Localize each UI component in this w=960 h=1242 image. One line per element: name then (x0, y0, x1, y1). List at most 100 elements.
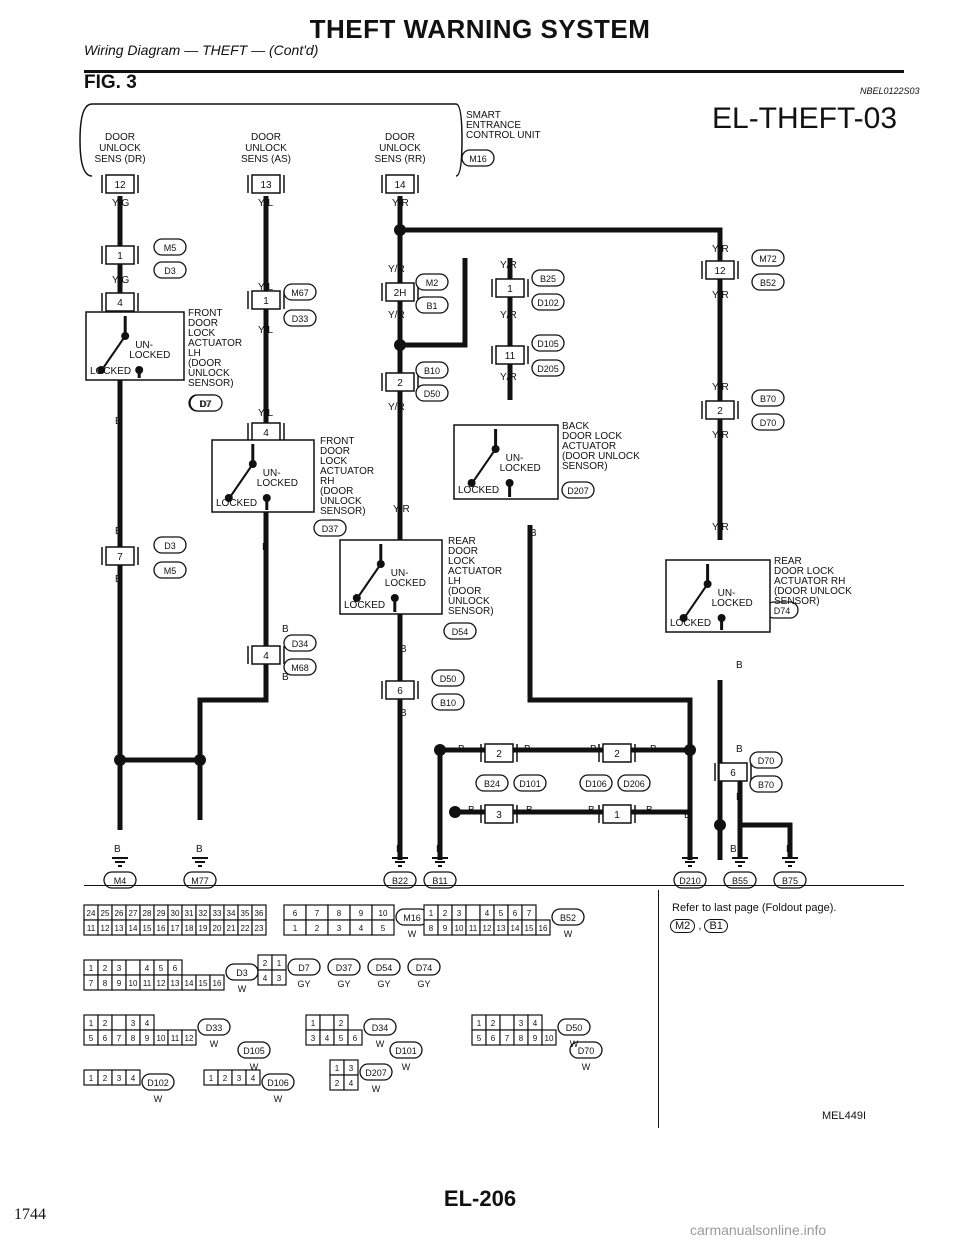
wire-color: B (396, 844, 403, 855)
figure-code: MEL449I (822, 1110, 867, 1122)
connector-id: D37 (322, 524, 339, 534)
terminal-box (484, 804, 514, 824)
terminal-number: 12 (714, 266, 726, 277)
splice-dot (684, 744, 696, 756)
legend-cavity-number: 15 (143, 924, 152, 933)
state-locked: LOCKED (344, 600, 385, 611)
wire-color: Y/R (500, 310, 517, 321)
actuator-label: SENSOR) (320, 506, 366, 517)
terminal-box (385, 282, 415, 302)
terminal-box (385, 680, 415, 700)
connector-badge (153, 238, 187, 256)
legend-cavity-number: 7 (315, 909, 320, 918)
legend-cavity-number: 8 (519, 1034, 524, 1043)
actuator-label: LH (448, 576, 461, 587)
connector-badge (531, 334, 565, 352)
header-rule (84, 70, 904, 73)
wire-color: B (436, 844, 443, 855)
switch-contact (224, 494, 233, 502)
legend-cavity-number: 6 (173, 964, 178, 973)
connector-badge (551, 908, 585, 926)
wire-color: B (736, 744, 743, 755)
legend-cavity-number: 14 (185, 979, 194, 988)
actuator-label: LOCK (188, 328, 216, 339)
actuator-label: (DOOR UNLOCK (562, 451, 640, 462)
connector-id: B11 (432, 876, 447, 886)
connector-id: D33 (292, 314, 309, 324)
terminal-box (251, 645, 281, 665)
connector-id: D207 (567, 486, 589, 496)
actuator-label: ACTUATOR (562, 441, 616, 452)
switch-contact (97, 366, 106, 374)
legend-cavity (347, 1029, 363, 1046)
connector-badge (237, 1041, 271, 1059)
legend-cavity-number: 7 (527, 909, 532, 918)
legend-cavity-number: 1 (277, 959, 282, 968)
legend-color: GY (377, 979, 390, 989)
connector-badge (513, 774, 547, 792)
connector-id: D3 (236, 968, 248, 978)
legend-cavity (535, 919, 551, 936)
legend-cavity-number: 6 (293, 909, 298, 918)
terminal-number: 13 (260, 180, 272, 191)
connector-id: D74 (416, 963, 433, 973)
switch-blade (357, 563, 382, 597)
terminal-number: 4 (263, 428, 269, 439)
unit-terminal-label: UNLOCK (379, 143, 421, 154)
legend-cavity-number: 4 (325, 1034, 330, 1043)
connector-badge (749, 751, 783, 769)
legend-cavity-number: 28 (143, 909, 152, 918)
unit-terminal-label: DOOR (105, 132, 135, 143)
actuator-label: LH (188, 348, 201, 359)
connector-id: B24 (484, 779, 500, 789)
connector-id: D7 (298, 963, 310, 973)
connector-id: D206 (623, 779, 645, 789)
terminal-box (705, 400, 735, 420)
wire-color: Y/R (712, 430, 729, 441)
legend-cavity-number: 2 (443, 909, 448, 918)
legend-cavity-number: 10 (545, 1034, 554, 1043)
state-unlocked: UN- (718, 588, 736, 599)
connector-id: D106 (585, 779, 607, 789)
legend-cavity (465, 904, 481, 921)
legend-cavity-number: 4 (251, 1074, 256, 1083)
wire-color: B (684, 810, 691, 821)
wire-color: B (400, 644, 407, 655)
connector-id: D210 (679, 876, 701, 886)
terminal-box (705, 260, 735, 280)
wire-color: B (458, 744, 465, 755)
legend-cavity-number: 5 (477, 1034, 482, 1043)
terminal-box (602, 743, 632, 763)
legend-cavity-number: 12 (157, 979, 166, 988)
actuator-label: ACTUATOR (188, 338, 242, 349)
connector-id: D105 (537, 339, 559, 349)
wire-color: B (588, 805, 595, 816)
connector-badge (415, 384, 449, 402)
wire-color: Y/R (388, 264, 405, 275)
legend-color: W (402, 1062, 411, 1072)
splice-dot (194, 754, 206, 766)
terminal-number: 1 (117, 251, 123, 262)
connector-badge (531, 293, 565, 311)
connector-id: D37 (336, 963, 353, 973)
legend-note-connectors: M2 , B1 (670, 919, 728, 933)
wire-color: B (114, 844, 121, 855)
connector-id: B75 (782, 876, 798, 886)
actuator-label: (DOOR (448, 586, 481, 597)
wire-color: B (262, 542, 269, 553)
actuator-label: LOCK (320, 456, 348, 467)
legend-color: W (564, 929, 573, 939)
terminal-number: 6 (730, 768, 736, 779)
legend-cavity-number: 21 (227, 924, 236, 933)
legend-cavity-number: 2 (223, 1074, 228, 1083)
legend-cavity-number: 12 (101, 924, 110, 933)
wire-color: Y/R (712, 522, 729, 533)
connector-badge (723, 871, 757, 889)
legend-cavity-number: 1 (293, 924, 298, 933)
legend-cavity (245, 1069, 261, 1086)
actuator-label: DOOR LOCK (562, 431, 622, 442)
actuator-label: UNLOCK (448, 596, 490, 607)
state-locked: LOCKED (670, 618, 711, 629)
terminal-box (495, 345, 525, 365)
